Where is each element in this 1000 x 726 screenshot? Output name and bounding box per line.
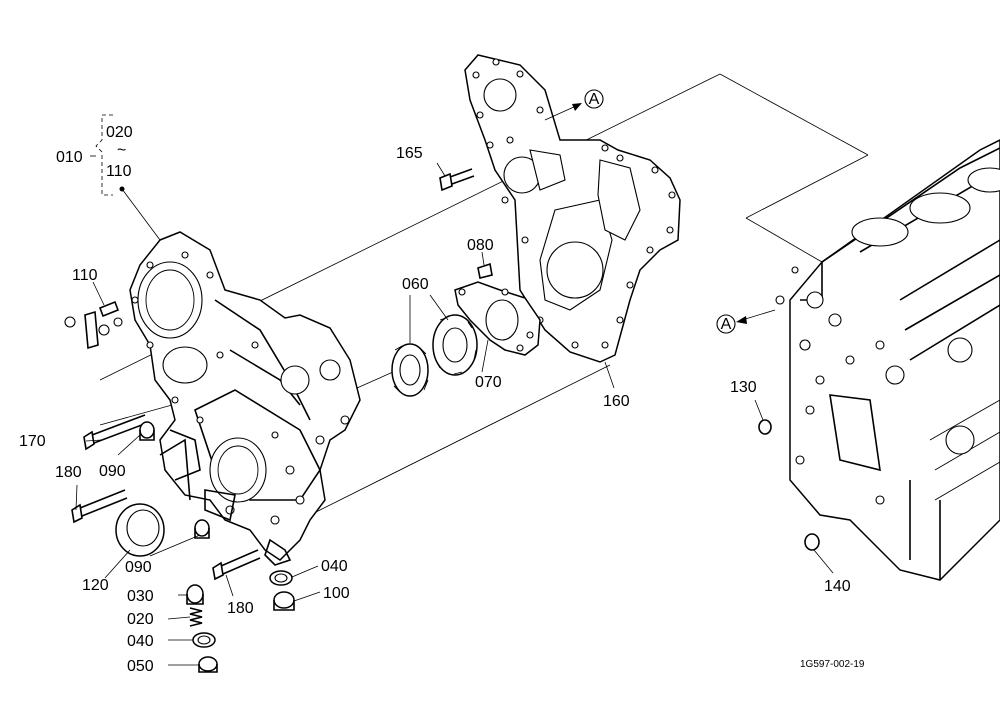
oil-pump-parts — [391, 262, 541, 397]
gear-case-housing — [129, 231, 361, 566]
o-ring-130 — [758, 419, 772, 435]
plug-050 — [198, 656, 218, 673]
label-030: 030 — [127, 588, 154, 605]
label-165: 165 — [396, 145, 423, 162]
label-050: 050 — [127, 658, 154, 675]
label-160: 160 — [603, 393, 630, 410]
callout-leaders — [75, 162, 834, 666]
bolt-180-bottom — [212, 549, 261, 581]
o-ring-140 — [804, 533, 820, 551]
plug-100 — [273, 591, 295, 611]
label-140: 140 — [824, 578, 851, 595]
label-010: 010 — [56, 149, 83, 166]
label-020-range-start: 020 — [106, 124, 133, 141]
ref-marker-a-left: A — [716, 309, 776, 334]
label-170: 170 — [19, 433, 46, 450]
label-060: 060 — [402, 276, 429, 293]
washer-040-left — [192, 632, 216, 648]
part-labels: 060 080 165 110 070 160 130 140 170 090 … — [19, 145, 865, 675]
plug-090-upper — [139, 421, 155, 441]
bolt-165 — [439, 168, 475, 192]
label-020: 020 — [127, 611, 154, 628]
gasket-plate-160 — [464, 54, 681, 363]
ref-marker-a-top: A — [544, 89, 604, 121]
label-110: 110 — [72, 267, 98, 284]
label-180-left: 180 — [55, 464, 82, 481]
ref-mark-a-left: A — [721, 316, 732, 333]
group-bracket-010: 010 020 ~ 110 — [56, 114, 161, 241]
label-040-left: 040 — [127, 633, 154, 650]
label-110-range-end: 110 — [106, 163, 132, 180]
ref-mark-a-top: A — [589, 91, 600, 108]
small-parts-110 — [64, 300, 123, 350]
engine-block — [775, 139, 1000, 581]
label-090-lower: 090 — [125, 559, 152, 576]
label-range-sep: ~ — [117, 142, 126, 159]
label-090-upper: 090 — [99, 463, 126, 480]
label-130: 130 — [730, 379, 757, 396]
label-040-right: 040 — [321, 558, 348, 575]
plug-090-lower — [194, 519, 210, 539]
oil-seal-120 — [115, 503, 165, 557]
bolt-180-left — [71, 489, 128, 524]
spring-020 — [189, 607, 203, 627]
bolt-170 — [83, 414, 148, 451]
label-120: 120 — [82, 577, 109, 594]
label-070: 070 — [475, 374, 502, 391]
label-180-bottom: 180 — [227, 600, 254, 617]
relief-valve-030 — [186, 584, 204, 605]
label-100: 100 — [323, 585, 350, 602]
label-080: 080 — [467, 237, 494, 254]
washer-040-right — [269, 570, 293, 586]
drawing-code: 1G597-002-19 — [800, 659, 865, 670]
